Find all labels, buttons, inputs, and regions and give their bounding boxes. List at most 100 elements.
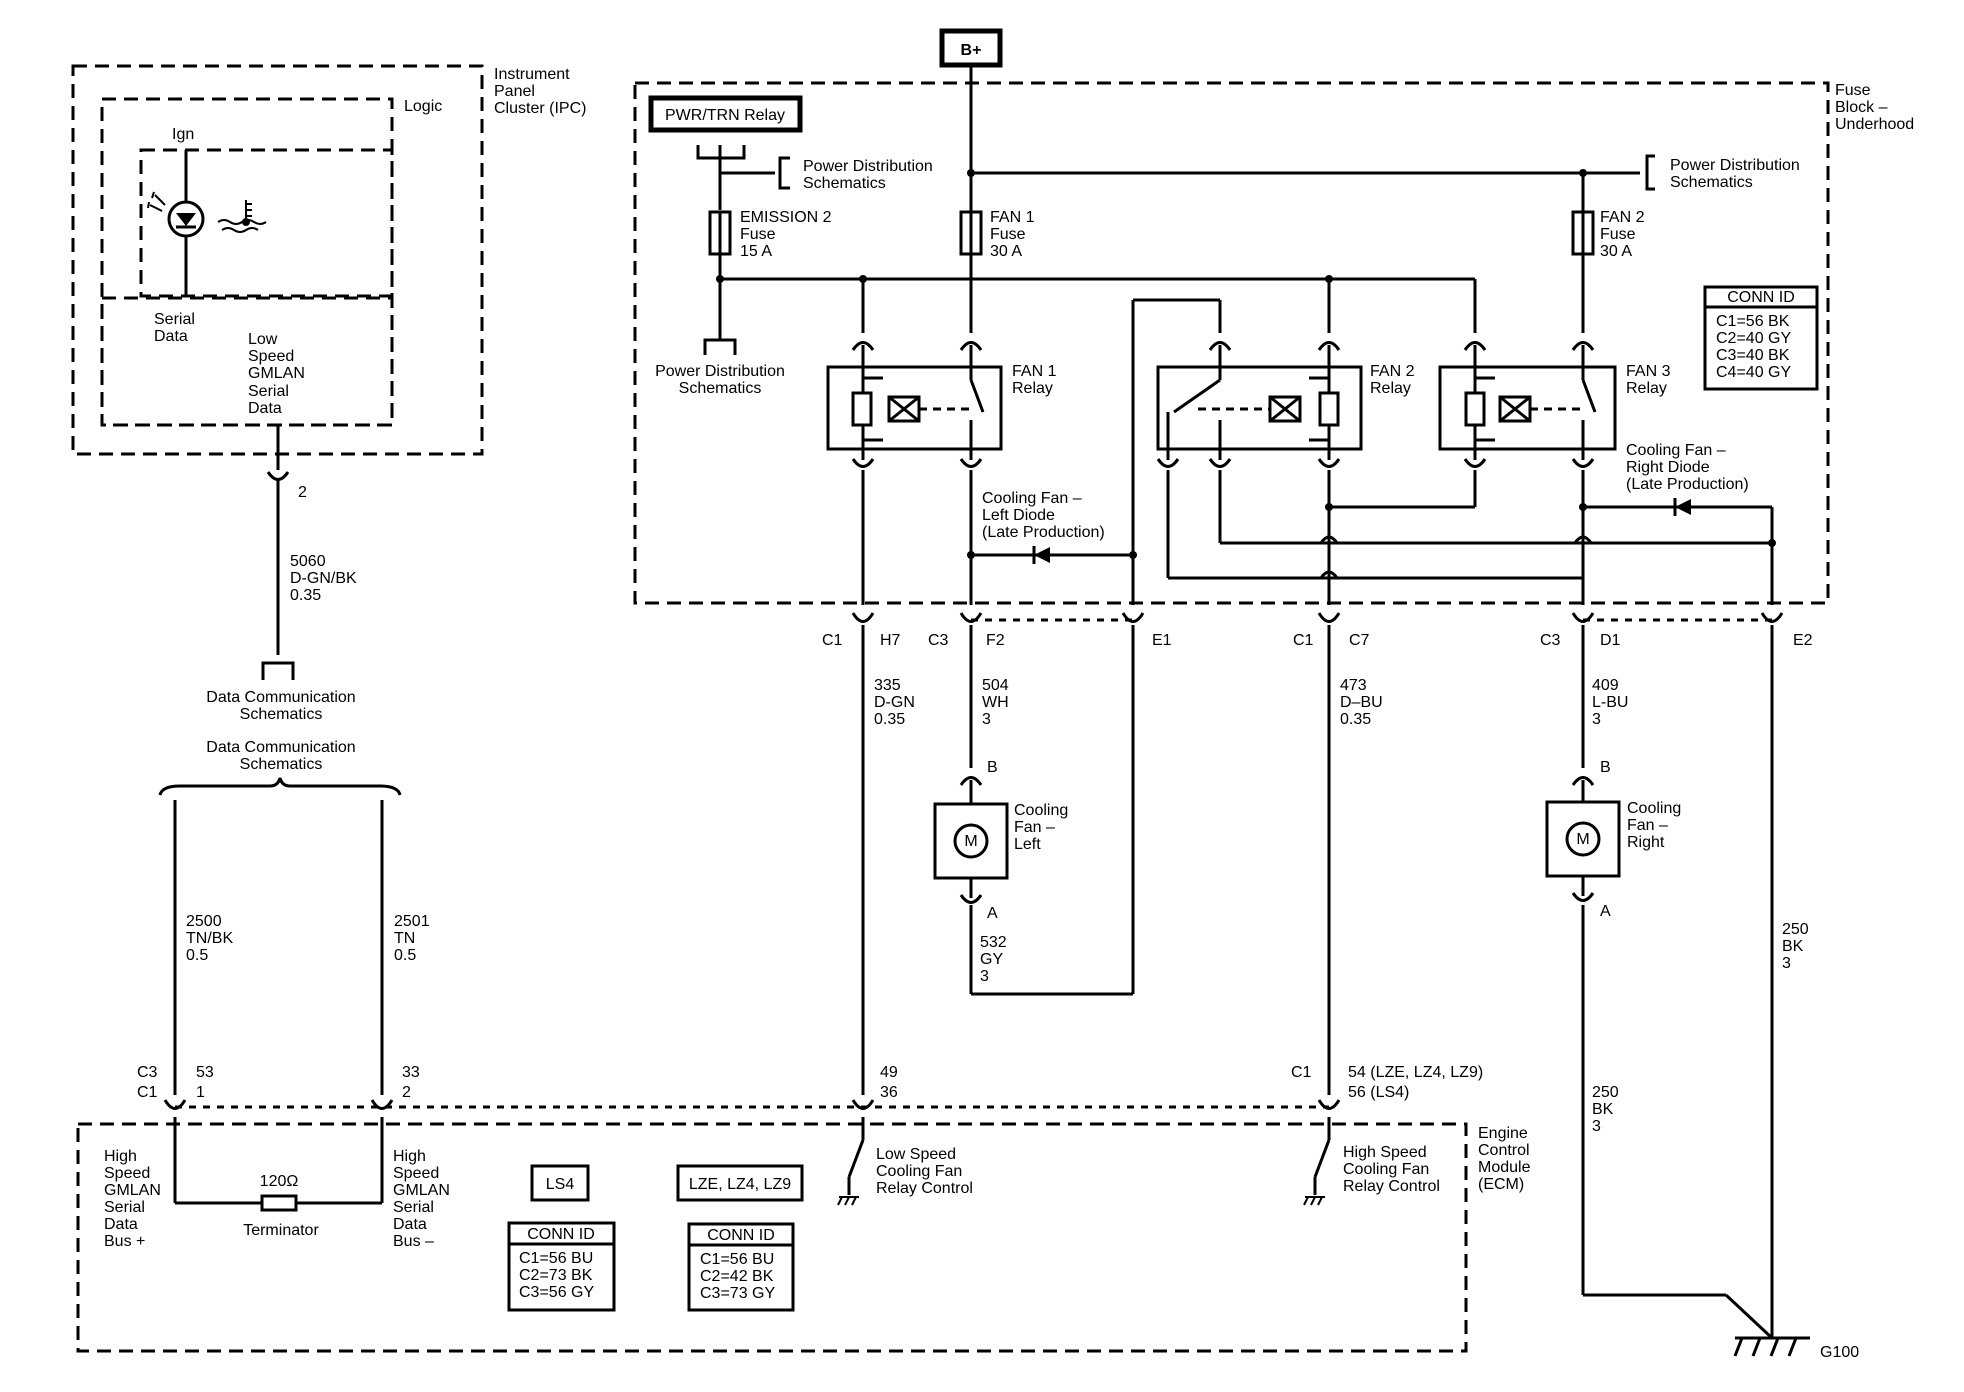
pd-ref-right [1645,154,1655,191]
conn-id-title: CONN ID [1727,289,1795,306]
conn-id-lze [687,1222,795,1312]
motor-left-icon [953,823,989,859]
ipc-connector-2 [266,471,290,481]
fan-right-pin-b: B [1600,759,1611,776]
coolant-temp-icon [217,200,267,233]
ecm-pin-54: 54 (LZE, LZ4, LZ9) [1348,1064,1483,1081]
pd-ref-left [778,156,790,190]
terminator-value: 120Ω [260,1173,299,1190]
ecm-pin-36: 36 [880,1084,898,1101]
pwr-trn-relay-box [648,95,803,133]
right-diode-label: Cooling Fan –Right Diode(Late Production… [1626,442,1749,493]
terminator-label: Terminator [243,1222,319,1239]
ls4-label: LS4 [546,1176,575,1193]
conn-id-fuse-block [1703,285,1819,391]
conn-e2: E2 [1793,632,1813,649]
low-speed-ground-icon [837,1196,859,1206]
fan-right-pin-a: A [1600,903,1611,920]
right-diode-icon [1675,499,1691,515]
ground-g100-label: G100 [1820,1344,1859,1361]
motor-left-letter: M [964,833,977,850]
left-diode-label: Cooling Fan –Left Diode(Late Production) [982,490,1105,541]
ecm-pin-33: 33 [402,1064,420,1081]
conn-id-lze-title: CONN ID [707,1227,775,1244]
lze-label: LZE, LZ4, LZ9 [689,1176,791,1193]
ecm-pin-1: 1 [196,1084,205,1101]
conn-e1: E1 [1152,632,1172,649]
lze-box [676,1164,804,1202]
fan-left-pin-a: A [987,905,998,922]
light-rays-icon [147,191,166,212]
logic-boundary [100,97,394,427]
pwr-trn-relay-label: PWR/TRN Relay [665,107,785,124]
motor-right-letter: M [1576,831,1589,848]
ground-g100-icon [1733,1336,1810,1357]
ls4-box [530,1164,590,1202]
serial-data-boundary [100,296,394,427]
left-diode-icon [1034,547,1050,563]
bplus-label: B+ [961,42,982,59]
data-comm-ref-top [261,661,295,680]
ecm-pin-56: 56 (LS4) [1348,1084,1409,1101]
fan-left-pin-b: B [987,759,998,776]
ecm-boundary [76,1122,1468,1353]
terminator-resistor [260,1194,298,1212]
ecm-conn-c1-right: C1 [1291,1064,1312,1081]
ign-label: Ign [172,126,194,143]
ecm-pin-2: 2 [402,1084,411,1101]
logic-label: Logic [404,98,442,115]
pd-ref-lower [703,338,737,355]
ecm-conn-c3: C3 [137,1064,158,1081]
ecm-conn-c1: C1 [137,1084,158,1101]
high-speed-ground-icon [1303,1196,1325,1206]
ecm-pin-53: 53 [196,1064,214,1081]
ipc-pin-2: 2 [298,484,307,501]
data-comm-brace [158,777,402,796]
motor-right-icon [1565,821,1601,857]
conn-id-ls4-title: CONN ID [527,1226,595,1243]
fuse-block-boundary [633,81,1830,605]
ecm-pin-49: 49 [880,1064,898,1081]
